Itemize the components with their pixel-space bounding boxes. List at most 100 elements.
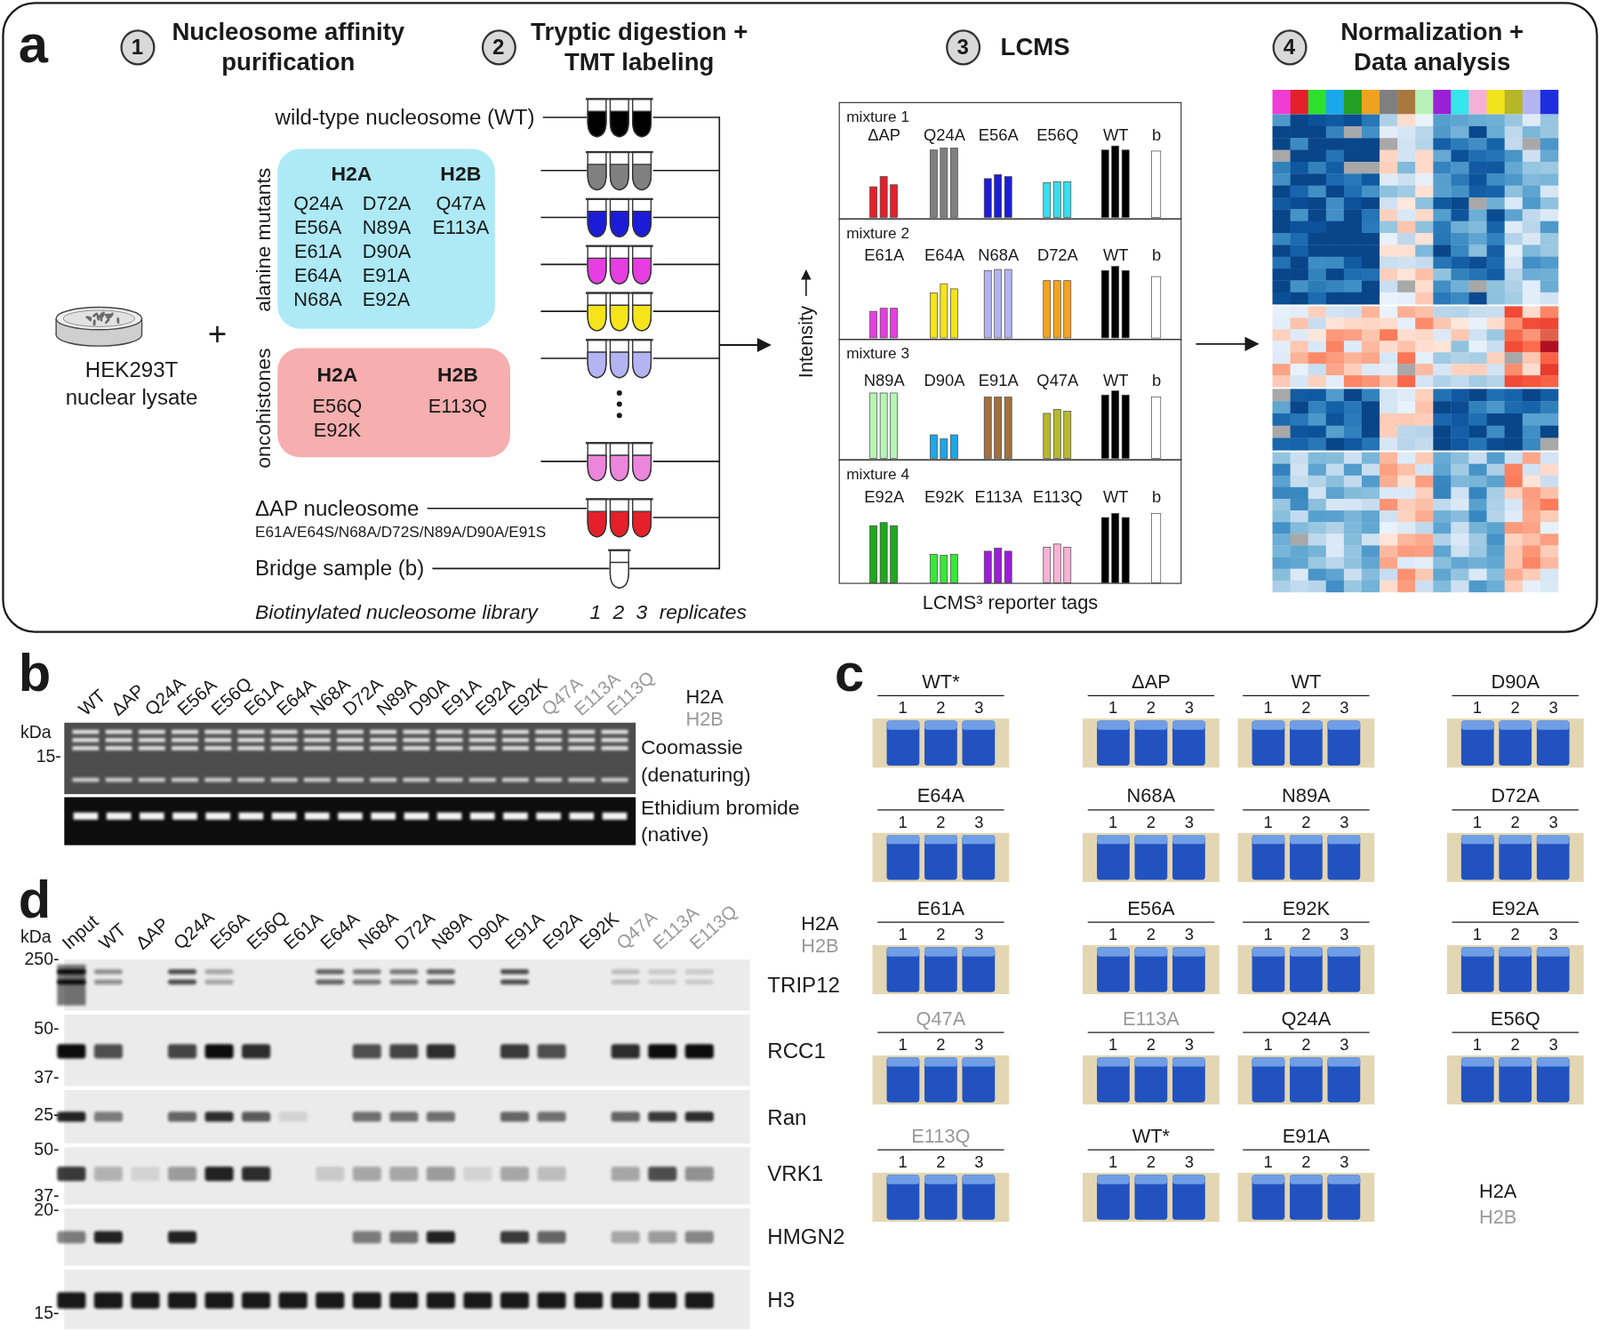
well-top — [1327, 834, 1360, 844]
histone-key: H2B — [685, 708, 723, 731]
title-rule — [1452, 1031, 1579, 1032]
group-color-bar — [1397, 89, 1416, 115]
heatmap-cell — [1379, 521, 1398, 534]
title-rule — [877, 1031, 1004, 1032]
gel-photo — [1237, 1055, 1375, 1104]
tube-rim — [608, 198, 631, 200]
heatmap-cell — [1397, 208, 1416, 222]
gel-photo — [1082, 832, 1220, 882]
heatmap-cell — [1272, 328, 1291, 341]
sample-title: E113A — [1122, 1007, 1180, 1030]
protein-band — [369, 729, 397, 735]
heatmap-cell — [1290, 197, 1309, 210]
heatmap-cell — [1361, 487, 1380, 499]
heatmap-cell — [1397, 400, 1416, 414]
heatmap-cell — [1379, 268, 1398, 281]
axis-label: LCMS³ reporter tags — [922, 592, 1099, 615]
heatmap-cell — [1326, 328, 1344, 341]
heatmap-cell — [1522, 363, 1541, 376]
tube-contents — [609, 257, 629, 284]
replicate-numbers: 1 2 3 — [1263, 1152, 1349, 1172]
heatmap-cell — [1415, 208, 1433, 222]
step-number: 4 — [1283, 33, 1296, 59]
heatmap-cell — [1308, 268, 1327, 281]
heatmap-cell — [1468, 114, 1487, 128]
blot-band — [168, 1166, 197, 1181]
heatmap-cell — [1326, 568, 1344, 581]
heatmap-cell — [1397, 464, 1416, 476]
gel-photo — [1237, 718, 1375, 768]
heatmap-cell — [1361, 173, 1380, 186]
heatmap-cell — [1361, 556, 1380, 568]
stained-well — [1289, 720, 1323, 766]
well-top — [1461, 720, 1495, 729]
heatmap-cell — [1432, 305, 1451, 318]
heatmap-cell — [1432, 126, 1451, 139]
heatmap-cell — [1361, 363, 1380, 376]
heatmap-cell — [1432, 317, 1451, 329]
heatmap-cell — [1487, 413, 1505, 426]
heatmap-cell — [1397, 305, 1416, 318]
heatmap-cell — [1290, 244, 1309, 257]
heatmap-cell — [1522, 498, 1541, 511]
heatmap-cell — [1415, 305, 1433, 318]
well-top — [1135, 946, 1168, 956]
axis-arrow — [805, 278, 808, 296]
heatmap-cell — [1415, 375, 1433, 387]
plus-sign: + — [208, 314, 227, 352]
intensity-bar — [1043, 546, 1051, 583]
blot-band — [168, 1111, 197, 1121]
heatmap-cell — [1540, 498, 1559, 511]
tube-rim — [608, 549, 631, 552]
protein-band — [369, 737, 397, 743]
heatmap-cell — [1468, 197, 1487, 210]
stained-well — [1135, 1056, 1168, 1103]
heatmap-cell — [1450, 452, 1469, 464]
blot-band — [685, 1043, 714, 1058]
stained-well — [1252, 1056, 1286, 1103]
heatmap-cell — [1522, 425, 1541, 439]
heatmap-cell — [1540, 475, 1559, 488]
well-top — [1135, 1056, 1168, 1066]
sample-title: Q47A — [916, 1007, 967, 1030]
dna-band — [172, 812, 198, 820]
heatmap-cell — [1290, 487, 1309, 499]
blot-band — [611, 978, 640, 984]
heatmap-cell — [1468, 437, 1487, 450]
heatmap-cell — [1468, 388, 1487, 401]
group-label: alanine mutants — [250, 167, 274, 312]
heatmap-cell — [1468, 208, 1487, 222]
heatmap-cell — [1540, 292, 1559, 305]
blot-band — [205, 1166, 234, 1181]
intensity-bar — [1064, 546, 1072, 583]
heatmap-cell — [1344, 268, 1362, 281]
sample-title: E92A — [1491, 896, 1539, 920]
intensity-bar — [940, 439, 948, 459]
intensity-bar — [940, 554, 948, 583]
heatmap-cell — [1522, 544, 1541, 557]
gel-photo — [1447, 718, 1584, 768]
heatmap-cell — [1432, 232, 1451, 246]
heatmap-cell — [1415, 544, 1433, 557]
heatmap-cell — [1415, 292, 1433, 305]
sample-label: b — [1152, 245, 1161, 264]
oncohistone-box: oncohistonesH2AE56Q E92KH2BE113Q — [277, 347, 511, 457]
group-color-bar — [1450, 89, 1469, 115]
intensity-bar — [984, 551, 992, 584]
heatmap-cell — [1344, 208, 1362, 222]
heatmap-cell — [1540, 114, 1559, 128]
well-top — [962, 1174, 996, 1184]
well-top — [1289, 720, 1323, 729]
heatmap-cell — [1487, 388, 1505, 401]
heatmap-cell — [1540, 340, 1559, 352]
heatmap-cell — [1468, 452, 1487, 464]
histone-key: H2B — [1479, 1206, 1517, 1229]
heatmap-cell — [1487, 292, 1505, 305]
heatmap-cell — [1504, 161, 1523, 175]
intensity-bar — [994, 397, 1002, 459]
intensity-bar — [1112, 266, 1120, 338]
cell-shape — [101, 311, 106, 319]
heatmap-cell — [1450, 498, 1469, 511]
blot-band — [168, 1230, 197, 1243]
heatmap-cell — [1504, 137, 1523, 151]
